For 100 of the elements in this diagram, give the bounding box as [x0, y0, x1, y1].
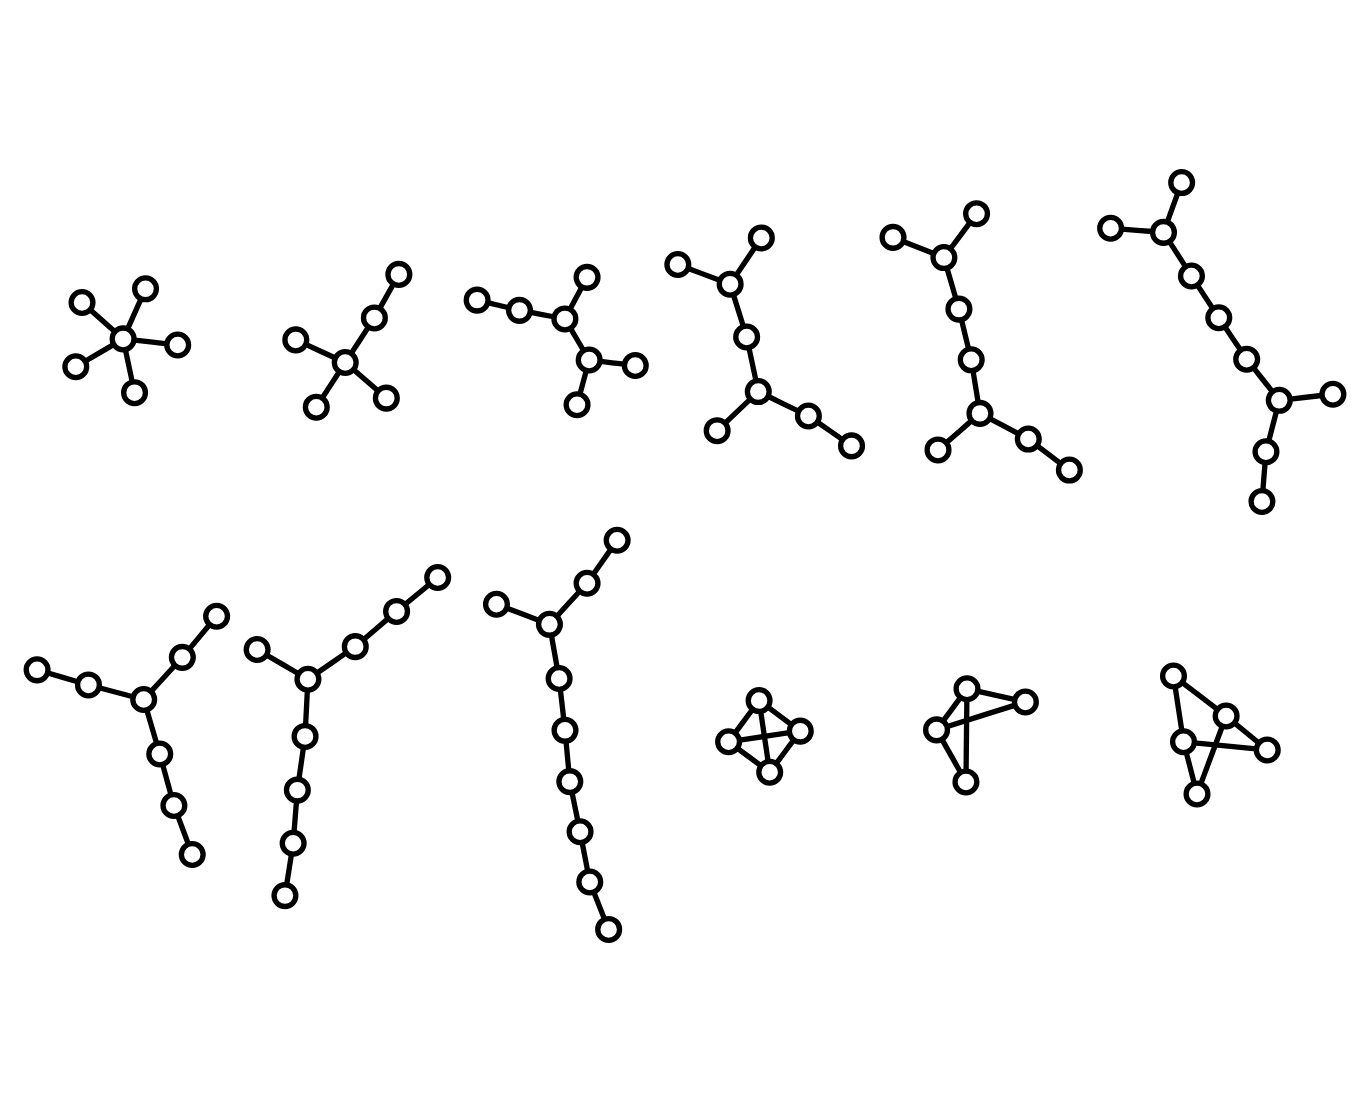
node-circle	[1248, 487, 1276, 516]
node-circle	[963, 200, 991, 228]
connector	[567, 286, 584, 311]
node-circle	[664, 251, 692, 279]
node-circle	[130, 686, 158, 714]
node-circle	[383, 597, 411, 625]
connector	[569, 792, 581, 822]
connector	[47, 670, 79, 685]
node-circle	[1149, 218, 1177, 246]
connector	[362, 616, 390, 641]
node-circle	[952, 768, 980, 796]
connector	[739, 730, 790, 743]
connector	[83, 342, 115, 364]
connector	[758, 711, 771, 762]
node-circle	[302, 393, 330, 421]
connector	[1181, 680, 1219, 712]
connector	[941, 696, 963, 722]
node-circle	[146, 740, 174, 768]
node-circle	[463, 286, 491, 314]
node-circle	[575, 346, 603, 374]
connector	[946, 702, 1016, 729]
connector	[487, 300, 510, 311]
connector	[349, 325, 371, 355]
connector	[1233, 721, 1261, 745]
connector	[1121, 226, 1153, 235]
connector	[530, 309, 554, 320]
node-circle	[794, 402, 822, 430]
node-circle	[1252, 438, 1280, 466]
connector	[958, 319, 972, 350]
node-circle	[745, 687, 773, 715]
node-circle	[1014, 425, 1042, 453]
connector	[1164, 192, 1181, 223]
connector	[284, 853, 295, 885]
connector	[320, 370, 342, 400]
connector	[377, 283, 396, 310]
connector	[746, 348, 759, 382]
node-circle	[279, 829, 307, 857]
node-circle	[1212, 702, 1240, 730]
connector	[1183, 752, 1197, 784]
connector	[89, 308, 117, 334]
node-circle	[1319, 380, 1347, 408]
node-circle	[341, 633, 369, 661]
node-circle	[595, 915, 623, 943]
node-circle	[838, 432, 866, 460]
node-circle	[23, 656, 51, 684]
connector	[548, 635, 560, 669]
node-circle	[160, 791, 188, 819]
node-circle	[1205, 304, 1233, 332]
node-circle	[573, 569, 601, 597]
connector	[187, 623, 211, 651]
node-circle	[563, 391, 591, 419]
node-circle	[930, 244, 958, 272]
connector	[557, 689, 567, 720]
node-circle	[164, 331, 192, 359]
connector	[731, 294, 746, 328]
node-circle	[291, 722, 319, 750]
node-circle	[966, 399, 994, 427]
connector	[723, 397, 753, 425]
node-circle	[703, 417, 731, 445]
node-circle	[1265, 386, 1293, 414]
node-circle	[243, 635, 271, 663]
connector	[902, 239, 935, 256]
node-circle	[556, 768, 584, 796]
node-circle	[1169, 728, 1198, 756]
node-circle	[1168, 169, 1196, 197]
node-circle	[294, 665, 322, 693]
connector	[774, 739, 796, 765]
connector	[939, 738, 963, 774]
connector	[816, 420, 844, 442]
connector	[1251, 366, 1274, 393]
connector	[122, 349, 135, 383]
connector	[736, 746, 763, 768]
connector	[134, 337, 168, 347]
node-circle	[716, 270, 744, 298]
node-circle	[178, 840, 206, 869]
connector	[1198, 725, 1225, 785]
node-circle	[121, 379, 149, 407]
node-circle	[1097, 214, 1125, 242]
node-circle	[957, 346, 985, 374]
connector	[1194, 740, 1257, 752]
node-circle	[535, 610, 563, 638]
node-circle	[283, 776, 311, 804]
node-circle	[1183, 780, 1211, 808]
connector	[766, 705, 793, 727]
node-circle	[372, 384, 400, 412]
connector	[315, 650, 348, 676]
connector	[733, 707, 755, 734]
connector	[305, 342, 336, 361]
node-circle	[747, 224, 775, 252]
node-circle	[576, 868, 604, 896]
node-circle	[733, 323, 761, 351]
node-circle	[879, 223, 907, 251]
node-circle	[109, 325, 137, 353]
connector	[577, 370, 589, 395]
connector	[948, 222, 972, 250]
connector	[1035, 443, 1062, 466]
connector	[767, 394, 800, 414]
connector	[291, 801, 300, 833]
node-circle	[482, 590, 511, 618]
node-circle	[168, 643, 196, 671]
